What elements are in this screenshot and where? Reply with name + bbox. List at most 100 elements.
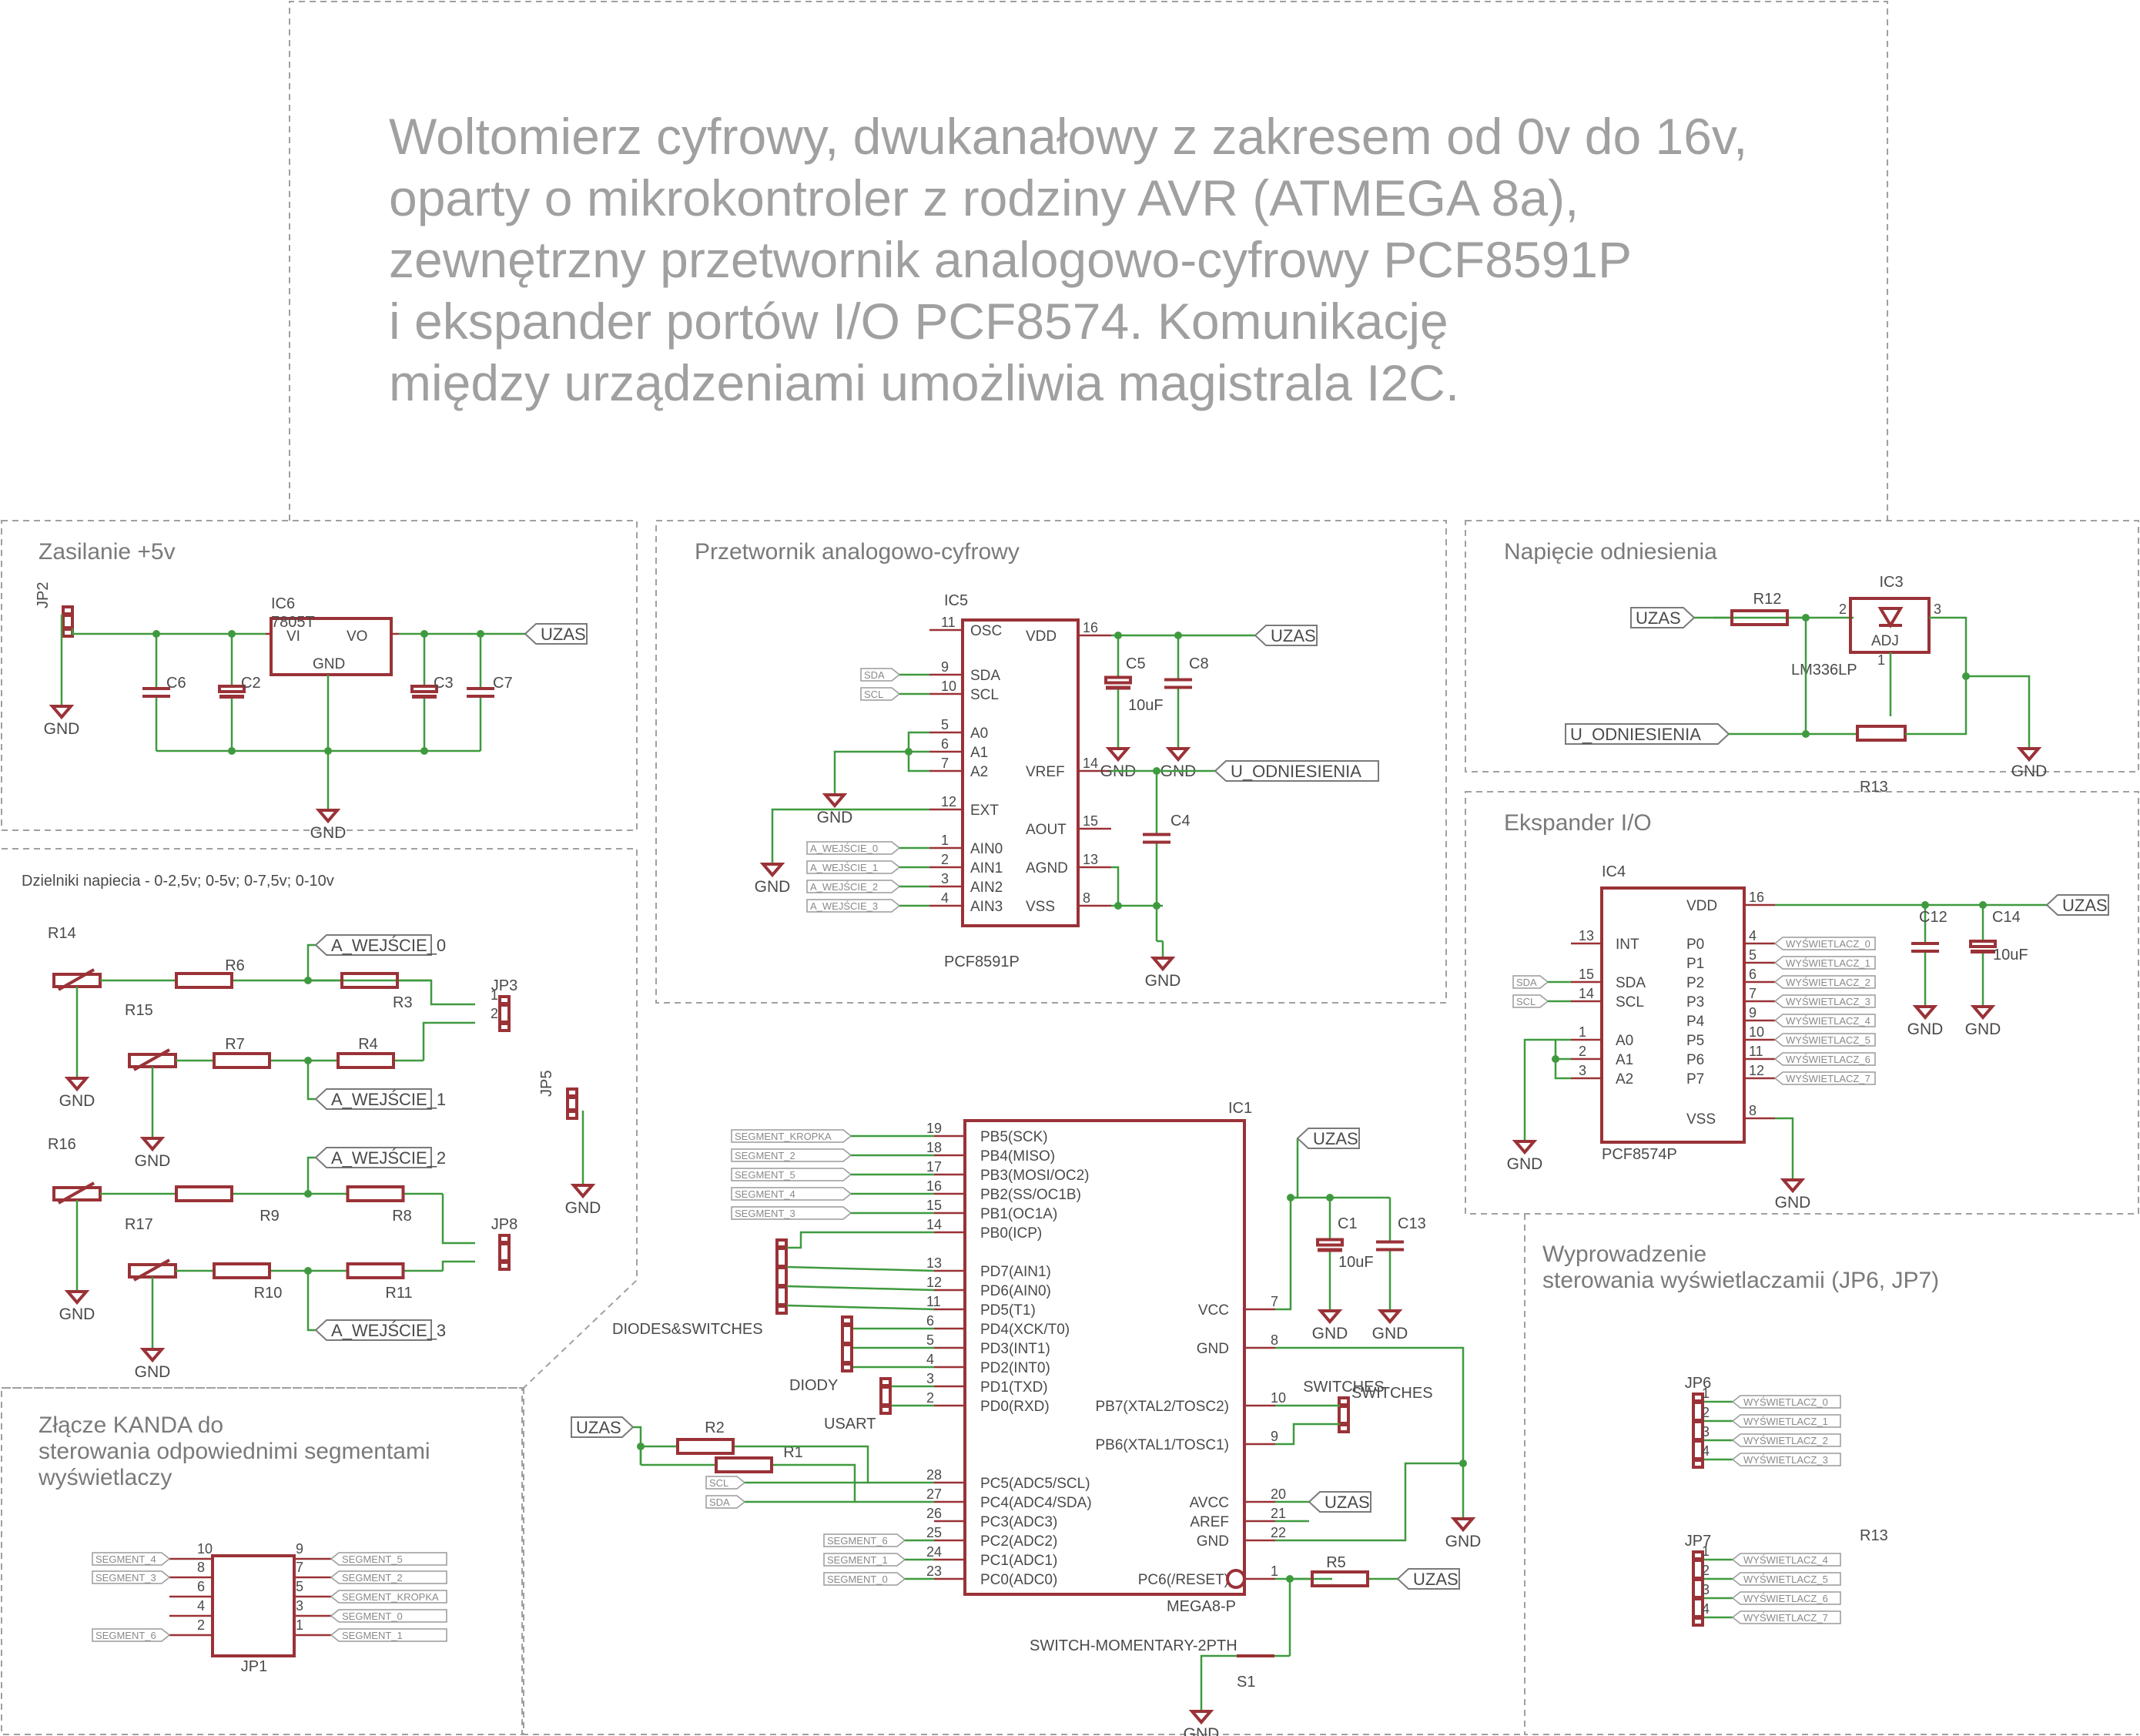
- ic1-pin-number: 6: [926, 1313, 934, 1329]
- ic1-pin-number: 23: [926, 1563, 942, 1579]
- jp6-pin-number: 2: [1702, 1405, 1710, 1420]
- ic5-pin-number: 6: [941, 736, 949, 752]
- ic1-pin-name: PD6(AIN0): [980, 1283, 1051, 1299]
- display-flag-jp6: [1731, 1414, 1841, 1428]
- uzas-flag-mega-avcc: [1308, 1491, 1371, 1513]
- jp3-pin: [500, 1002, 511, 1007]
- r4-label: R4: [358, 1036, 378, 1053]
- ic5-pin-name: AGND: [1026, 860, 1068, 876]
- display-flag-jp7: [1731, 1572, 1841, 1586]
- wire: [1275, 1138, 1299, 1311]
- segment-flag-jp1-label: SEGMENT_KROPKA: [342, 1591, 439, 1603]
- jp2-header-pin: [63, 626, 74, 631]
- gnd-symbol: [64, 1290, 90, 1305]
- uzas-flag-ref: [1630, 607, 1696, 628]
- gnd-symbol: [570, 1184, 596, 1199]
- display-flag-jp6-label: WYŚWIETLACZ_2: [1743, 1435, 1828, 1446]
- jp7: [1692, 1550, 1704, 1627]
- switches-pin: [1339, 1422, 1350, 1426]
- wire: [786, 1265, 935, 1272]
- display-flag-jp7: [1731, 1591, 1841, 1605]
- wire: [422, 1021, 475, 1061]
- ic4-value: PCF8574P: [1602, 1146, 1677, 1163]
- wire: [1111, 866, 1120, 906]
- jp6-pin-number: 3: [1702, 1424, 1710, 1439]
- jp1-pin-number: 10: [197, 1541, 213, 1557]
- jp3-pin-number: 1: [491, 987, 498, 1003]
- ic1-pin-number: 2: [926, 1390, 934, 1406]
- scl-flag-ic5: [860, 687, 901, 701]
- r15-arrow: [133, 1048, 170, 1071]
- display-flag-ic4: [1773, 1071, 1876, 1085]
- jp5-header-pin: [568, 1094, 578, 1099]
- ic1-pin-name: PC4(ADC4/SDA): [980, 1495, 1092, 1511]
- wire: [786, 1304, 935, 1311]
- a-in3-flag-label: A_WEJŚCIE_3: [331, 1321, 446, 1340]
- ic5-pin-number: 8: [1083, 890, 1090, 906]
- gnd-symbol: [64, 1077, 90, 1092]
- display-flag-ic4-label: WYŚWIETLACZ_5: [1786, 1034, 1870, 1046]
- junction-dot: [1459, 1460, 1467, 1467]
- frame-title: [289, 1, 1888, 521]
- ic1-value: MEGA8-P: [1167, 1598, 1236, 1615]
- display-flag-jp7: [1731, 1610, 1841, 1624]
- gnd-label: GND: [1507, 1155, 1543, 1173]
- ic1-pin-name: AVCC: [1190, 1495, 1229, 1511]
- ic1-pin-number: 1: [1271, 1563, 1278, 1579]
- r12: [1730, 609, 1789, 626]
- section-power: Zasilanie +5v: [39, 539, 176, 565]
- jp7-label: JP7: [1685, 1533, 1711, 1550]
- a-in-flag-ic5-label: A_WEJŚCIE_0: [810, 843, 878, 854]
- usart-pin: [881, 1384, 892, 1389]
- gnd-label: GND: [1445, 1533, 1482, 1550]
- wire: [1275, 1423, 1340, 1446]
- gnd-label: GND: [310, 824, 347, 842]
- ic1-pin-name: PD4(XCK/T0): [980, 1322, 1070, 1338]
- ic4-name: IC4: [1602, 863, 1626, 880]
- ic1-pin-name: PB4(MISO): [980, 1148, 1055, 1165]
- r16-label: R16: [48, 1136, 76, 1153]
- ic1-pin-name: PC3(ADC3): [980, 1514, 1057, 1530]
- ic5-value: PCF8591P: [944, 953, 1020, 970]
- section-kanda-0: Złącze KANDA do: [39, 1413, 223, 1438]
- sda-flag-mega: [705, 1495, 746, 1509]
- ic1-body: [963, 1119, 1246, 1596]
- c3-label: C3: [434, 675, 454, 692]
- gnd-symbol: [1165, 747, 1191, 762]
- c4-label: C4: [1170, 813, 1191, 829]
- segment-flag-mega-label: SEGMENT_3: [735, 1208, 795, 1219]
- ic4-pin-number: 9: [1749, 1005, 1757, 1020]
- ic4-pin-name: P4: [1686, 1014, 1705, 1030]
- wire: [1523, 1038, 1556, 1124]
- c13-label: C13: [1398, 1215, 1426, 1232]
- ic4-body: [1600, 886, 1746, 1144]
- segment-flag-mega-label: SEGMENT_5: [735, 1169, 795, 1181]
- ic6-pin-gnd: GND: [313, 656, 345, 672]
- ic1-pin-number: 16: [926, 1178, 942, 1194]
- ic1-pin-name: PB5(SCK): [980, 1129, 1048, 1145]
- wire: [308, 979, 475, 1006]
- ic4-pin-name: SDA: [1616, 975, 1646, 991]
- scl-flag-mega-label: SCL: [709, 1477, 728, 1489]
- uzas-flag-mega: [571, 1416, 635, 1438]
- junction-dot: [1114, 902, 1122, 910]
- ic3-zener: [1877, 607, 1904, 628]
- jp1-pin-number: 9: [296, 1541, 303, 1557]
- ic1-pin-number: 22: [1271, 1525, 1286, 1540]
- ic3-pin-number: 1: [1877, 652, 1885, 668]
- jp6-pin: [1693, 1457, 1704, 1462]
- ic5-body: [961, 618, 1080, 927]
- wire: [787, 1231, 934, 1249]
- ic5-pin-number: 11: [941, 615, 956, 630]
- ic1-pin-name: PD5(T1): [980, 1302, 1036, 1319]
- c5-plate: [1106, 685, 1130, 690]
- r11-label: R11: [385, 1285, 412, 1302]
- ic5-pin-name: AIN0: [970, 841, 1003, 857]
- ic5-pin-number: 3: [941, 871, 949, 886]
- c5-label: C5: [1126, 655, 1146, 672]
- frame-reference: [1465, 520, 2139, 772]
- segment-flag-mega: [731, 1187, 852, 1201]
- ic1-pin-number: 26: [926, 1506, 942, 1521]
- display-flag-ic4: [1773, 956, 1876, 970]
